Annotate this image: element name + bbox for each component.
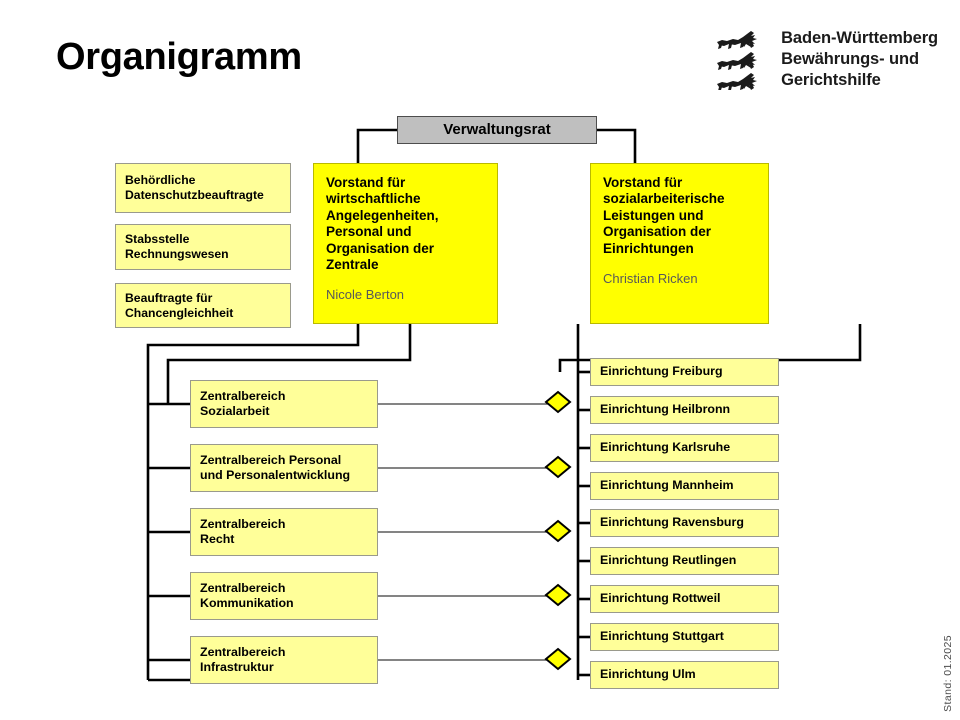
node-label: Einrichtung Freiburg	[600, 364, 723, 379]
node-einrichtung-karlsruhe[interactable]: Einrichtung Karlsruhe	[590, 434, 779, 462]
node-einrichtung-ravensburg[interactable]: Einrichtung Ravensburg	[590, 509, 779, 537]
node-label: Vorstand für sozialarbeiterische Leistun…	[603, 175, 725, 256]
node-einrichtung-rottweil[interactable]: Einrichtung Rottweil	[590, 585, 779, 613]
node-label: Zentralbereich Infrastruktur	[200, 644, 286, 674]
node-verwaltungsrat[interactable]: Verwaltungsrat	[397, 116, 597, 144]
node-label: Vorstand für wirtschaftliche Angelegenhe…	[326, 175, 439, 273]
node-label: Einrichtung Rottweil	[600, 591, 721, 606]
node-label: Beauftragte für Chancengleichheit	[125, 290, 234, 320]
node-zentralbereich-personal[interactable]: Zentralbereich Personal und Personalentw…	[190, 444, 378, 492]
node-einrichtung-heilbronn[interactable]: Einrichtung Heilbronn	[590, 396, 779, 424]
node-label: Einrichtung Stuttgart	[600, 629, 724, 644]
node-label: Einrichtung Reutlingen	[600, 553, 737, 568]
node-label: Einrichtung Heilbronn	[600, 402, 731, 417]
node-label: Einrichtung Mannheim	[600, 478, 734, 493]
node-person: Nicole Berton	[326, 287, 405, 303]
node-zentralbereich-sozialarbeit[interactable]: Zentralbereich Sozialarbeit	[190, 380, 378, 428]
node-einrichtung-mannheim[interactable]: Einrichtung Mannheim	[590, 472, 779, 500]
node-zentralbereich-infrastruktur[interactable]: Zentralbereich Infrastruktur	[190, 636, 378, 684]
node-label: Zentralbereich Recht	[200, 516, 286, 546]
node-stabsstelle-rechnungswesen[interactable]: Stabsstelle Rechnungswesen	[115, 224, 291, 270]
node-person: Christian Ricken	[603, 270, 698, 286]
node-label: Zentralbereich Kommunikation	[200, 580, 294, 610]
node-zentralbereich-recht[interactable]: Zentralbereich Recht	[190, 508, 378, 556]
node-zentralbereich-kommunikation[interactable]: Zentralbereich Kommunikation	[190, 572, 378, 620]
node-label: Einrichtung Ulm	[600, 667, 696, 682]
node-vorstand-wirtschaft[interactable]: Vorstand für wirtschaftliche Angelegenhe…	[313, 163, 498, 324]
node-einrichtung-stuttgart[interactable]: Einrichtung Stuttgart	[590, 623, 779, 651]
node-beauftragte-chancengleichheit[interactable]: Beauftragte für Chancengleichheit	[115, 283, 291, 328]
node-label: Stabsstelle Rechnungswesen	[125, 232, 229, 261]
node-einrichtung-reutlingen[interactable]: Einrichtung Reutlingen	[590, 547, 779, 575]
logo-text: Baden-Württemberg Bewährungs- und Gerich…	[781, 29, 938, 90]
node-label: Zentralbereich Sozialarbeit	[200, 388, 286, 418]
revision-date: Stand: 01.2025	[942, 635, 954, 712]
node-datenschutzbeauftragte[interactable]: Behördliche Datenschutzbeauftragte	[115, 163, 291, 213]
node-einrichtung-freiburg[interactable]: Einrichtung Freiburg	[590, 358, 779, 386]
node-label: Verwaltungsrat	[443, 120, 551, 138]
node-label: Einrichtung Ravensburg	[600, 515, 744, 530]
node-einrichtung-ulm[interactable]: Einrichtung Ulm	[590, 661, 779, 689]
node-label: Behördliche Datenschutzbeauftragte	[125, 173, 264, 202]
page-title: Organigramm	[56, 36, 302, 78]
brand-logo: Baden-Württemberg Bewährungs- und Gerich…	[713, 28, 938, 95]
three-lions-crest-icon	[713, 28, 769, 95]
node-vorstand-sozialarbeit[interactable]: Vorstand für sozialarbeiterische Leistun…	[590, 163, 769, 324]
node-label: Zentralbereich Personal und Personalentw…	[200, 452, 351, 482]
node-label: Einrichtung Karlsruhe	[600, 440, 731, 455]
